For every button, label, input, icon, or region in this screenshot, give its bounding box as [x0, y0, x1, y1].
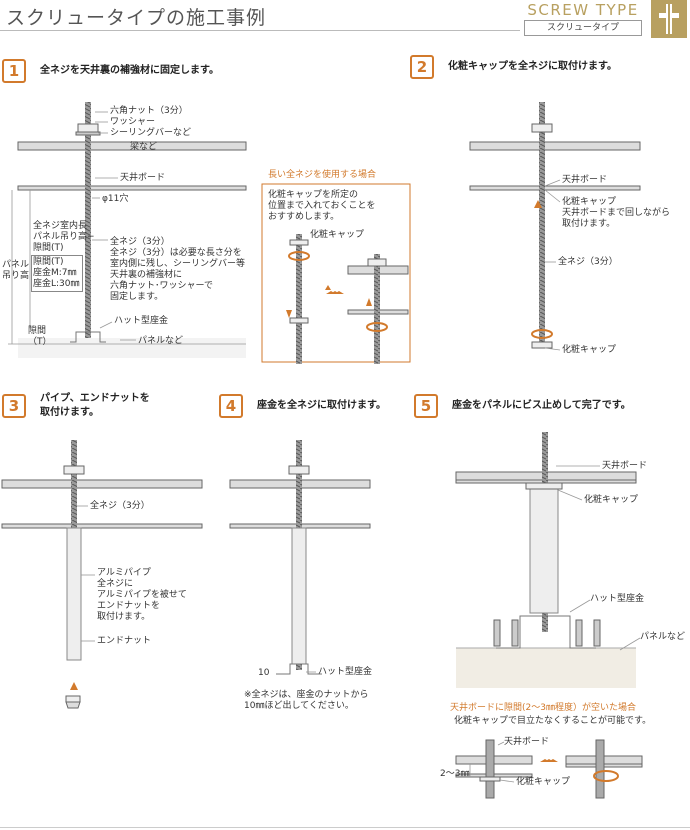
- hat-washer-label-5: ハット型座金: [590, 594, 645, 604]
- ceiling-board-label-1: 天井ボード: [120, 173, 166, 183]
- step-number-5: 5: [414, 394, 438, 418]
- length-note-label: 全ネジ室内長 パネル吊り高− 隙間(T): [33, 221, 95, 253]
- step-5-text: 座金をパネルにビス止めして完了です。: [452, 400, 631, 411]
- screw-type-label: SCREW TYPE: [527, 1, 639, 19]
- hole-label: φ11穴: [102, 194, 129, 204]
- screw-type-sub-label: スクリュータイプ: [524, 20, 642, 36]
- washer-label: ワッシャー: [110, 117, 156, 127]
- step-number-4: 4: [219, 394, 243, 418]
- step1-drawing: [8, 102, 247, 358]
- gap-case-title: 天井ボードに隙間(2〜3㎜程度）が空いた場合: [450, 703, 636, 713]
- bottom-rule: [0, 827, 690, 828]
- long-bolt-cap-label: 化粧キャップ: [310, 230, 365, 240]
- screw-logo-icon: [651, 0, 687, 38]
- long-bolt-title: 長い全ネジを使用する場合: [268, 170, 377, 180]
- step-1-text: 全ネジを天井裏の補強材に固定します。: [40, 65, 219, 76]
- title-rule: [0, 30, 520, 31]
- step-number-1: 1: [2, 59, 26, 83]
- bolt-desc-label: 全ネジ（3分） 全ネジ（3分）は必要な長さ分を 室内側に残し、シーリングバー等 …: [110, 237, 246, 302]
- step-number-2: 2: [410, 55, 434, 79]
- formula-box: 隙間(T) 座金M:7㎜ 座金L:30㎜: [31, 255, 83, 292]
- gap-case-desc: 化粧キャップで目立たなくすることが可能です。: [454, 716, 652, 726]
- page-title: スクリュータイプの施工事例: [6, 7, 267, 29]
- pipe-desc-label: アルミパイプ 全ネジに アルミパイプを被せて エンドナットを 取付けます。: [97, 568, 187, 622]
- cap-desc-label: 化粧キャップ 天井ボードまで回しながら 取付けます。: [562, 197, 671, 229]
- step3-drawing: [1, 440, 203, 709]
- step-2-text: 化粧キャップを全ネジに取付けます。: [448, 61, 617, 72]
- long-bolt-desc: 化粧キャップを所定の 位置まで入れておくことを おすすめします。: [268, 190, 376, 222]
- end-nut-label: エンドナット: [97, 636, 152, 646]
- step4-note: ※全ネジは、座金のナットから 10㎜ほど出してください。: [244, 690, 369, 711]
- ceiling-board-label-2: 天井ボード: [562, 175, 608, 185]
- cap-label-2: 化粧キャップ: [562, 345, 617, 355]
- ten-mm-label: 10: [258, 668, 270, 678]
- hat-washer-label-4: ハット型座金: [318, 667, 373, 677]
- step2-drawing: [469, 102, 641, 351]
- hat-washer-label-1: ハット型座金: [114, 316, 169, 326]
- gap-size-label: 2〜3㎜: [440, 769, 470, 779]
- bolt-label-3: 全ネジ（3分）: [90, 501, 150, 511]
- panel-label-1: パネルなど: [138, 336, 184, 346]
- gap-case-drawing: [455, 739, 643, 799]
- beam-label: 梁など: [130, 142, 158, 152]
- panel-height-label: パネル 吊り高: [2, 260, 30, 281]
- panel-label-5: パネルなど: [640, 632, 686, 642]
- step-3-text: パイプ、エンドナットを 取付けます。: [40, 393, 150, 418]
- sealing-bar-label: シーリングバーなど: [110, 128, 192, 138]
- gap-cap-label: 化粧キャップ: [516, 777, 571, 787]
- step5-drawing: [455, 432, 641, 688]
- ceiling-board-label-5: 天井ボード: [602, 461, 648, 471]
- long-bolt-drawing: [261, 183, 411, 364]
- gap-ceiling-board-label: 天井ボード: [504, 737, 550, 747]
- cap-label-5: 化粧キャップ: [584, 495, 639, 505]
- hex-nut-label: 六角ナット（3分）: [110, 106, 188, 116]
- step4-drawing: [229, 440, 371, 675]
- step-number-3: 3: [2, 394, 26, 418]
- bolt-label-2: 全ネジ（3分）: [558, 257, 618, 267]
- gap-label: 隙間 （T）: [28, 326, 52, 347]
- step-4-text: 座金を全ネジに取付けます。: [257, 400, 386, 411]
